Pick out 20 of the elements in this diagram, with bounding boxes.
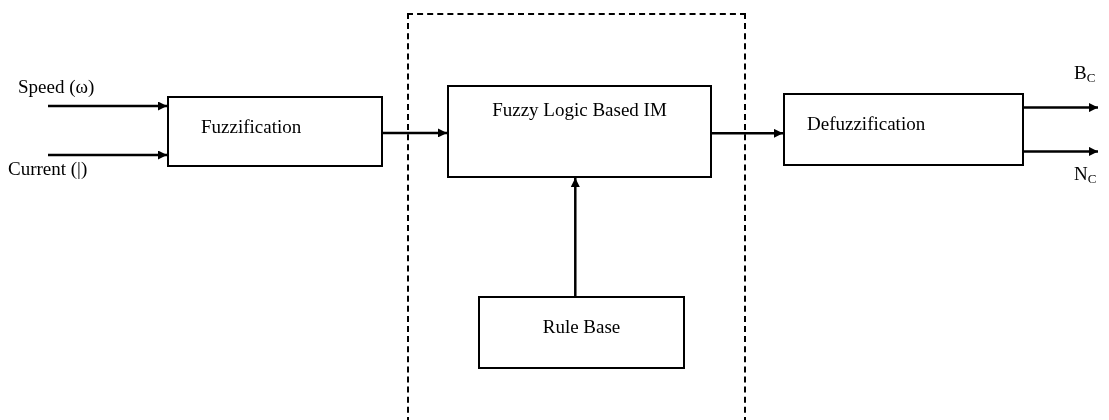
arrow bbox=[383, 128, 447, 138]
arrow bbox=[1024, 146, 1098, 156]
box-label: Fuzzy Logic Based IM bbox=[492, 99, 667, 122]
process-box bbox=[478, 296, 685, 369]
arrow bbox=[712, 128, 783, 138]
process-box bbox=[783, 93, 1024, 166]
box-label: Defuzzification bbox=[807, 113, 926, 136]
box-label: Fuzzification bbox=[201, 116, 302, 139]
signal-label: Current (|) bbox=[8, 158, 120, 184]
arrow bbox=[48, 101, 167, 111]
box-label: Rule Base bbox=[542, 316, 621, 339]
arrow bbox=[570, 178, 580, 296]
signal-label: B$_{C}$ bbox=[1074, 62, 1106, 88]
signal-label: N$_{C}$ bbox=[1074, 163, 1106, 189]
dashed-boundary bbox=[407, 13, 746, 420]
signal-label: Speed (ω) bbox=[18, 76, 130, 102]
arrow bbox=[48, 150, 167, 160]
process-box bbox=[167, 96, 383, 167]
arrow bbox=[1024, 103, 1098, 113]
process-box bbox=[447, 85, 712, 178]
